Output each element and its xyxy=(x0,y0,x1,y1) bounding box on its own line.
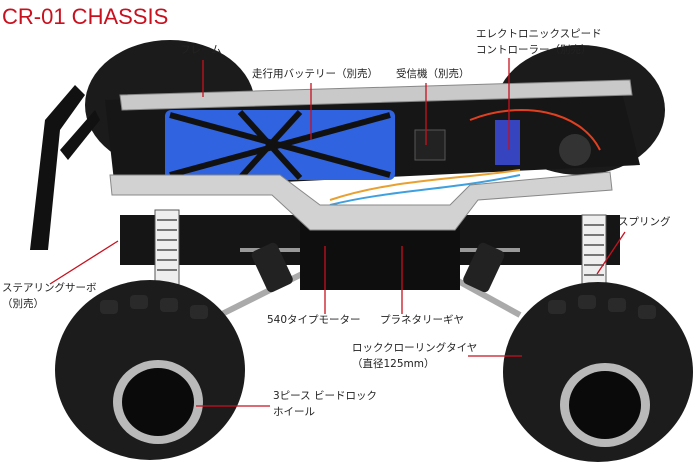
label-esc-line2: コントローラー（別売） xyxy=(476,44,592,56)
label-battery: 走行用バッテリー（別売） xyxy=(252,68,378,80)
receiver xyxy=(414,129,446,161)
front-shock-left xyxy=(154,209,180,286)
label-tire: ロッククローリングタイヤ （直径125mm） xyxy=(352,340,477,372)
label-steering-servo: ステアリングサーボ （別売） xyxy=(2,280,97,312)
label-receiver: 受信機（別売） xyxy=(396,68,470,80)
label-wheel: 3ピース ビードロック ホイール xyxy=(273,388,377,420)
label-spring: スプリング xyxy=(618,216,671,228)
label-planetary-gear: プラネタリーギヤ xyxy=(380,314,464,326)
label-servo-line2: （別売） xyxy=(2,298,44,310)
front-shock-right xyxy=(581,214,607,291)
label-esc-line1: エレクトロニックスピード xyxy=(476,28,602,40)
label-tire-line2: （直径125mm） xyxy=(352,358,435,370)
label-motor: 540タイプモーター xyxy=(267,314,361,326)
page-title: CR-01 CHASSIS xyxy=(2,4,169,29)
label-servo-line1: ステアリングサーボ xyxy=(2,282,97,294)
label-tire-line1: ロッククローリングタイヤ xyxy=(352,342,478,354)
label-wheel-line2: ホイール xyxy=(273,406,315,418)
frame-rail-front xyxy=(109,171,613,231)
esc xyxy=(495,120,520,165)
label-wheel-line1: 3ピース ビードロック xyxy=(273,390,377,402)
label-esc: エレクトロニックスピード コントローラー（別売） xyxy=(476,26,602,58)
frame-rail-rear xyxy=(119,79,633,111)
label-frame: フレーム xyxy=(180,44,222,56)
leader-lines xyxy=(49,58,626,407)
front-bumper xyxy=(30,85,85,250)
